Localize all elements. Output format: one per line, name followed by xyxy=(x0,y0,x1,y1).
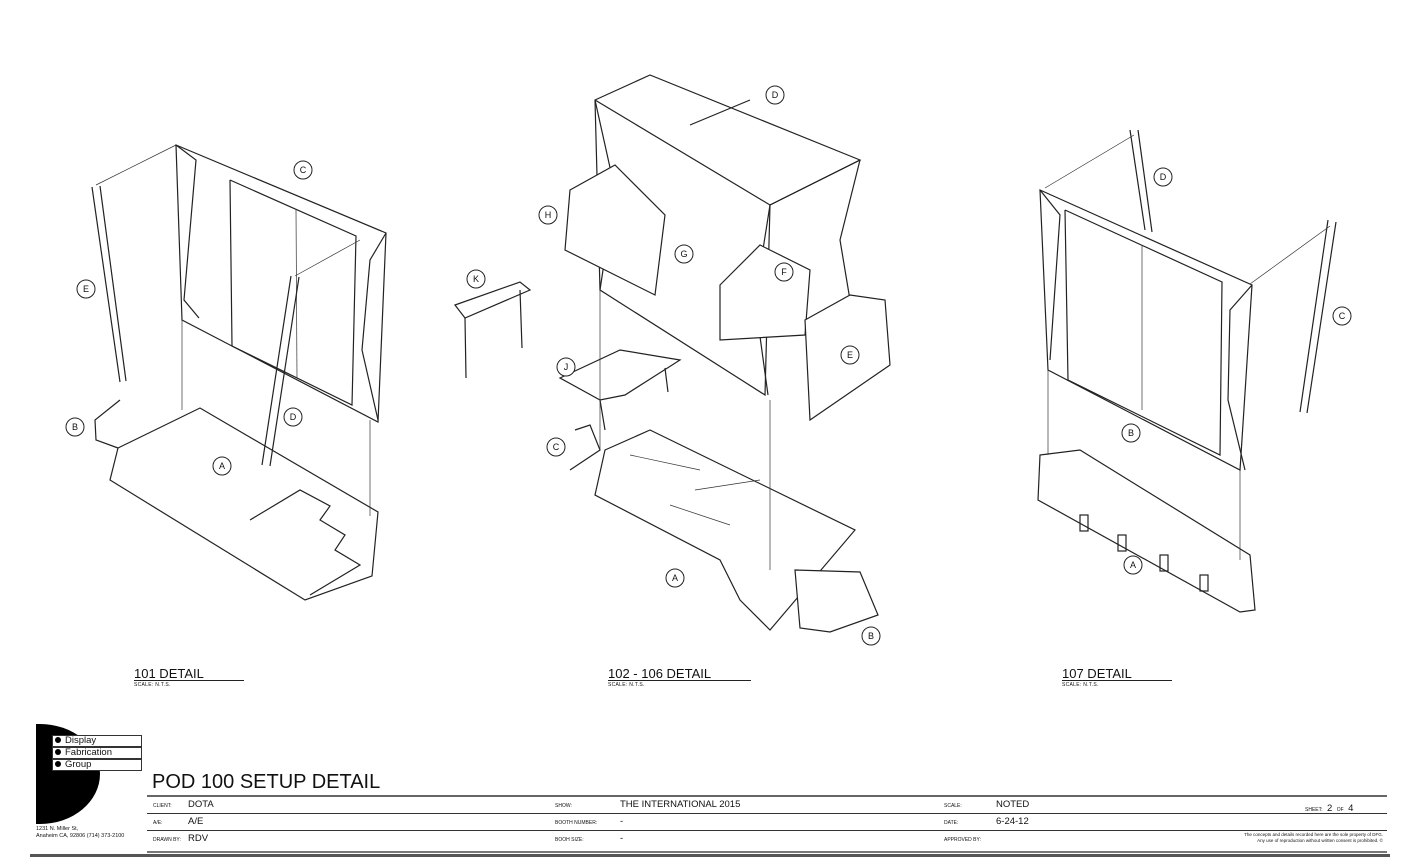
callout-d: D xyxy=(1160,172,1167,182)
detail-107-drawing xyxy=(1037,129,1337,613)
callout-c: C xyxy=(553,442,560,452)
detail-102-drawing xyxy=(454,74,891,633)
address-line: 1231 N. Miller St, xyxy=(36,826,79,832)
callout-j: J xyxy=(564,362,569,372)
detail-title: 101 DETAIL xyxy=(134,667,244,681)
notice-line: Any use of reproduction without written … xyxy=(1257,838,1383,843)
sheet-value: 2 xyxy=(1326,803,1333,814)
detail-label-107: 107 DETAIL SCALE: N.T.S. xyxy=(1062,667,1172,688)
notice-line: The concepts and details recorded here a… xyxy=(1244,832,1383,837)
logo-group: Group xyxy=(52,759,142,771)
booth-number-label: BOOTH NUMBER: xyxy=(555,820,598,826)
logo-display: Display xyxy=(52,735,142,747)
bottom-rule xyxy=(30,854,1390,857)
ae-label: A/E: xyxy=(153,820,163,826)
drawn-by-value: RDV xyxy=(188,833,209,844)
callout-d: D xyxy=(772,90,779,100)
show-value: THE INTERNATIONAL 2015 xyxy=(620,799,741,810)
sheet-total: 4 xyxy=(1348,803,1354,814)
detail-scale: SCALE: N.T.S. xyxy=(608,682,645,688)
booth-size-value: - xyxy=(620,833,624,844)
detail-title: 107 DETAIL xyxy=(1062,667,1172,681)
sheet-number: SHEET: 2 OF 4 xyxy=(1305,798,1353,816)
title-block: CLIENT: DOTA SHOW: THE INTERNATIONAL 201… xyxy=(147,795,1387,853)
booth-size-label: BOOH SIZE: xyxy=(555,837,584,843)
sheet-label: SHEET: xyxy=(1305,807,1323,813)
address-line: Anaheim CA, 92806 (714) 373-2100 xyxy=(36,833,125,839)
client-value: DOTA xyxy=(188,799,214,810)
company-logo: Display Fabrication Group xyxy=(36,724,142,826)
callout-k: K xyxy=(473,274,479,284)
drawing-title: POD 100 SETUP DETAIL xyxy=(152,771,381,793)
detail-scale: SCALE: N.T.S. xyxy=(1062,682,1099,688)
callout-f: F xyxy=(781,267,787,277)
detail-title: 102 - 106 DETAIL xyxy=(608,667,752,681)
callout-e: E xyxy=(83,284,89,294)
copyright-notice: The concepts and details recorded here a… xyxy=(1244,832,1383,844)
detail-scale: SCALE: N.T.S. xyxy=(134,682,171,688)
callout-a: A xyxy=(219,461,225,471)
scale-value: NOTED xyxy=(996,799,1030,810)
callout-b: B xyxy=(868,631,874,641)
callout-e: E xyxy=(847,350,853,360)
show-label: SHOW: xyxy=(555,803,572,809)
callout-c: C xyxy=(1339,311,1346,321)
booth-number-value: - xyxy=(620,816,624,827)
callout-g: G xyxy=(680,249,687,259)
title-block-row: CLIENT: DOTA SHOW: THE INTERNATIONAL 201… xyxy=(147,797,1387,814)
of-label: OF xyxy=(1336,807,1344,813)
logo-fabrication: Fabrication xyxy=(52,747,142,759)
title-block-row: DRAWN BY: RDV BOOH SIZE: - APPROVED BY: … xyxy=(147,831,1387,847)
callouts-101: C E B D A xyxy=(65,160,313,476)
callout-b: B xyxy=(1128,428,1134,438)
date-label: DATE: xyxy=(944,820,959,826)
approved-by-label: APPROVED BY: xyxy=(944,837,981,843)
callout-d: D xyxy=(290,412,297,422)
callout-a: A xyxy=(1130,560,1136,570)
detail-label-101: 101 DETAIL SCALE: N.T.S. xyxy=(134,667,244,688)
callouts-102: D H K G F E J C A B xyxy=(466,85,881,646)
company-address: 1231 N. Miller St, Anaheim CA, 92806 (71… xyxy=(36,826,124,840)
detail-101-drawing xyxy=(91,144,387,601)
client-label: CLIENT: xyxy=(153,803,172,809)
callout-a: A xyxy=(672,573,678,583)
scale-label: SCALE: xyxy=(944,803,962,809)
drawn-by-label: DRAWN BY: xyxy=(153,837,181,843)
callout-b: B xyxy=(72,422,78,432)
callout-c: C xyxy=(300,165,307,175)
callouts-107: D C B A xyxy=(1121,167,1352,575)
detail-label-102: 102 - 106 DETAIL SCALE: N.T.S. xyxy=(608,667,752,688)
title-block-row: A/E: A/E BOOTH NUMBER: - DATE: 6-24-12 xyxy=(147,814,1387,831)
date-value: 6-24-12 xyxy=(996,816,1029,827)
callout-h: H xyxy=(545,210,552,220)
ae-value: A/E xyxy=(188,816,204,827)
